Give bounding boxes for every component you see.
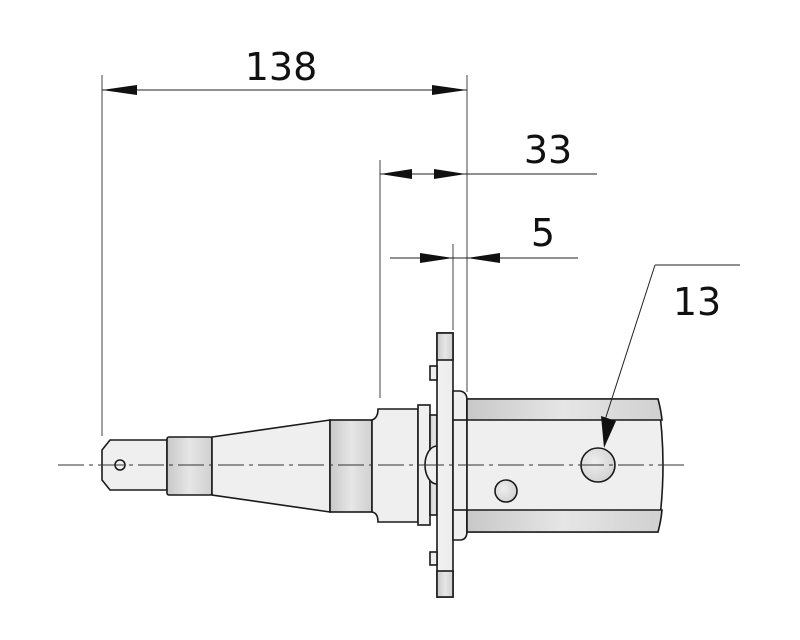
leader-line xyxy=(604,264,656,421)
tube-chamfer-bottom xyxy=(466,509,663,533)
arrowhead xyxy=(102,85,137,95)
bearing-seat-small xyxy=(166,436,213,496)
flange-bolt-tab xyxy=(429,551,438,566)
arrowhead xyxy=(380,169,412,179)
arrowhead xyxy=(601,416,616,448)
dimension-label-13: 13 xyxy=(673,280,721,324)
arrowhead xyxy=(420,253,453,263)
arrowhead xyxy=(434,169,466,179)
dimension-13-leader: 13 xyxy=(601,264,740,448)
dimension-5: 5 xyxy=(390,211,578,330)
dimension-label-138: 138 xyxy=(245,45,318,89)
mounting-hole-small xyxy=(494,479,518,503)
arrowhead xyxy=(432,85,467,95)
dimension-label-33: 33 xyxy=(524,128,572,172)
bearing-seat-large xyxy=(329,419,373,513)
dimension-label-5: 5 xyxy=(531,211,555,255)
flange-end-bottom xyxy=(436,570,454,598)
flange-bolt-tab xyxy=(429,365,438,381)
arrowhead xyxy=(467,253,500,263)
tube-chamfer-top xyxy=(466,398,663,421)
dimension-33: 33 xyxy=(379,128,597,398)
flange-end-top xyxy=(436,332,454,361)
tapered-section xyxy=(211,419,331,513)
dimension-138: 138 xyxy=(101,45,468,436)
